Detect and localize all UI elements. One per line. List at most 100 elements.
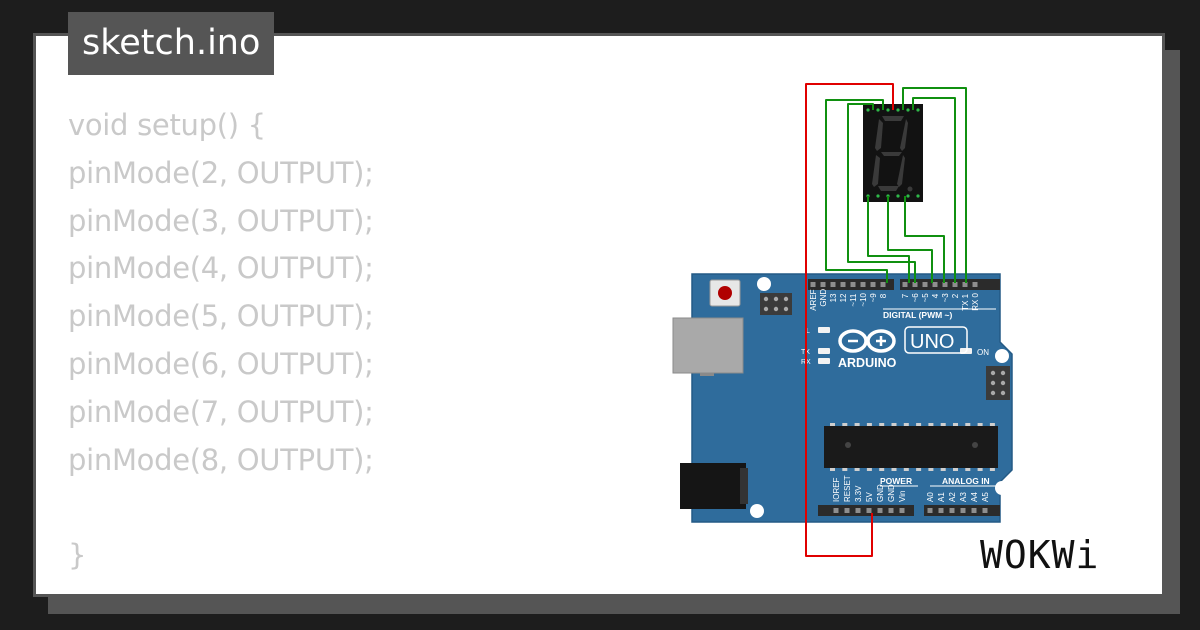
code-line bbox=[68, 484, 588, 532]
wokwi-logo[interactable]: WOKWi bbox=[978, 530, 1150, 576]
code-line: } bbox=[68, 538, 87, 573]
pin-label: A1 bbox=[937, 492, 946, 502]
pin-label: 5V bbox=[865, 492, 874, 502]
header-pin[interactable] bbox=[912, 282, 918, 287]
pin-label: 13 bbox=[829, 293, 838, 302]
file-tab[interactable]: sketch.ino bbox=[68, 12, 275, 75]
pin-label: A3 bbox=[959, 492, 968, 502]
header-pin[interactable] bbox=[840, 282, 846, 287]
pin-label: ~11 bbox=[849, 293, 858, 307]
wire-green bbox=[825, 99, 888, 283]
header-pin[interactable] bbox=[877, 508, 883, 513]
led-l bbox=[818, 327, 830, 333]
reset-button-cap[interactable] bbox=[718, 286, 732, 300]
icsp-header bbox=[986, 366, 1010, 400]
header-pin[interactable] bbox=[962, 282, 968, 287]
code-line: pinMode(5, OUTPUT); bbox=[68, 299, 374, 334]
analog-label: ANALOG IN bbox=[942, 476, 990, 486]
header-pin[interactable] bbox=[833, 508, 839, 513]
pin-label: RESET bbox=[843, 475, 852, 502]
header-pin[interactable] bbox=[820, 282, 826, 287]
board-model: UNO bbox=[910, 331, 954, 353]
header-pin[interactable] bbox=[850, 282, 856, 287]
pin-label: A2 bbox=[948, 492, 957, 502]
code-line: pinMode(2, OUTPUT); bbox=[68, 155, 374, 190]
led-rx bbox=[818, 358, 830, 364]
code-line: pinMode(3, OUTPUT); bbox=[68, 203, 374, 238]
pin-label: ~10 bbox=[859, 292, 868, 306]
code-line: pinMode(4, OUTPUT); bbox=[68, 251, 374, 286]
arduino-brand: ARDUINO bbox=[838, 356, 897, 370]
code-line: pinMode(8, OUTPUT); bbox=[68, 442, 374, 477]
pin-label: A0 bbox=[926, 492, 935, 502]
svg-text:WOKWi: WOKWi bbox=[980, 533, 1099, 576]
header-pin[interactable] bbox=[870, 282, 876, 287]
segments bbox=[872, 116, 913, 192]
pin-label: ~9 bbox=[869, 293, 878, 303]
pin-label: ~6 bbox=[911, 293, 920, 303]
header-pin[interactable] bbox=[942, 282, 948, 287]
header-pin[interactable] bbox=[927, 508, 933, 513]
wire-green bbox=[847, 103, 916, 283]
pin-label: 8 bbox=[879, 293, 888, 298]
header-pin[interactable] bbox=[810, 282, 816, 287]
wire-green bbox=[902, 87, 967, 283]
header-pin[interactable] bbox=[844, 508, 850, 513]
header-pin[interactable] bbox=[972, 282, 978, 287]
header-pin[interactable] bbox=[860, 282, 866, 287]
code-line: void setup() { bbox=[68, 108, 266, 142]
header-pin[interactable] bbox=[899, 508, 905, 513]
mount-hole bbox=[757, 277, 771, 291]
pin-label: Vin bbox=[898, 491, 907, 502]
led-tx bbox=[818, 348, 830, 354]
pin-label: AREF bbox=[809, 289, 818, 310]
power-jack bbox=[680, 463, 746, 509]
pin-label: 7 bbox=[901, 293, 910, 298]
code-preview: void setup() { pinMode(2, OUTPUT); pinMo… bbox=[68, 102, 588, 580]
header-pin[interactable] bbox=[932, 282, 938, 287]
header-pin[interactable] bbox=[855, 508, 861, 513]
pin-label: A4 bbox=[970, 492, 979, 502]
header-pin[interactable] bbox=[960, 508, 966, 513]
mount-hole bbox=[750, 504, 764, 518]
wire-green bbox=[887, 196, 933, 283]
header-pin[interactable] bbox=[982, 508, 988, 513]
icsp-header bbox=[760, 293, 792, 315]
header-pin[interactable] bbox=[902, 282, 908, 287]
header-pin[interactable] bbox=[830, 282, 836, 287]
pin-label: RX 0 bbox=[971, 292, 980, 310]
wire-green bbox=[867, 196, 910, 283]
header-pin[interactable] bbox=[888, 508, 894, 513]
pin-label: 4 bbox=[931, 293, 940, 298]
microcontroller-chip bbox=[824, 423, 998, 471]
wire-green bbox=[904, 196, 945, 283]
pin-label: GND bbox=[887, 484, 896, 502]
power-header bbox=[818, 505, 914, 516]
wires bbox=[805, 83, 967, 557]
pin-label: IOREF bbox=[832, 477, 841, 502]
seven-segment-display[interactable] bbox=[863, 104, 923, 202]
header-pin[interactable] bbox=[971, 508, 977, 513]
header-pin[interactable] bbox=[949, 508, 955, 513]
pin-label: 12 bbox=[839, 293, 848, 302]
code-line: pinMode(6, OUTPUT); bbox=[68, 346, 374, 381]
pin-label: GND bbox=[876, 484, 885, 502]
usb-port bbox=[672, 317, 744, 374]
power-label: POWER bbox=[880, 476, 912, 486]
pin-label: 2 bbox=[951, 293, 960, 298]
svg-text:ON: ON bbox=[977, 348, 989, 357]
header-pin[interactable] bbox=[922, 282, 928, 287]
pin-label: ~3 bbox=[941, 293, 950, 303]
pin-label: ~5 bbox=[921, 293, 930, 303]
code-line: pinMode(7, OUTPUT); bbox=[68, 394, 374, 429]
wire-red bbox=[805, 83, 894, 557]
header-pin[interactable] bbox=[866, 508, 872, 513]
header-pin[interactable] bbox=[938, 508, 944, 513]
pin-label: 3.3V bbox=[854, 485, 863, 502]
header-pin[interactable] bbox=[952, 282, 958, 287]
pin-label: GND bbox=[819, 289, 828, 307]
header-pin[interactable] bbox=[880, 282, 886, 287]
pin-label: A5 bbox=[981, 492, 990, 502]
